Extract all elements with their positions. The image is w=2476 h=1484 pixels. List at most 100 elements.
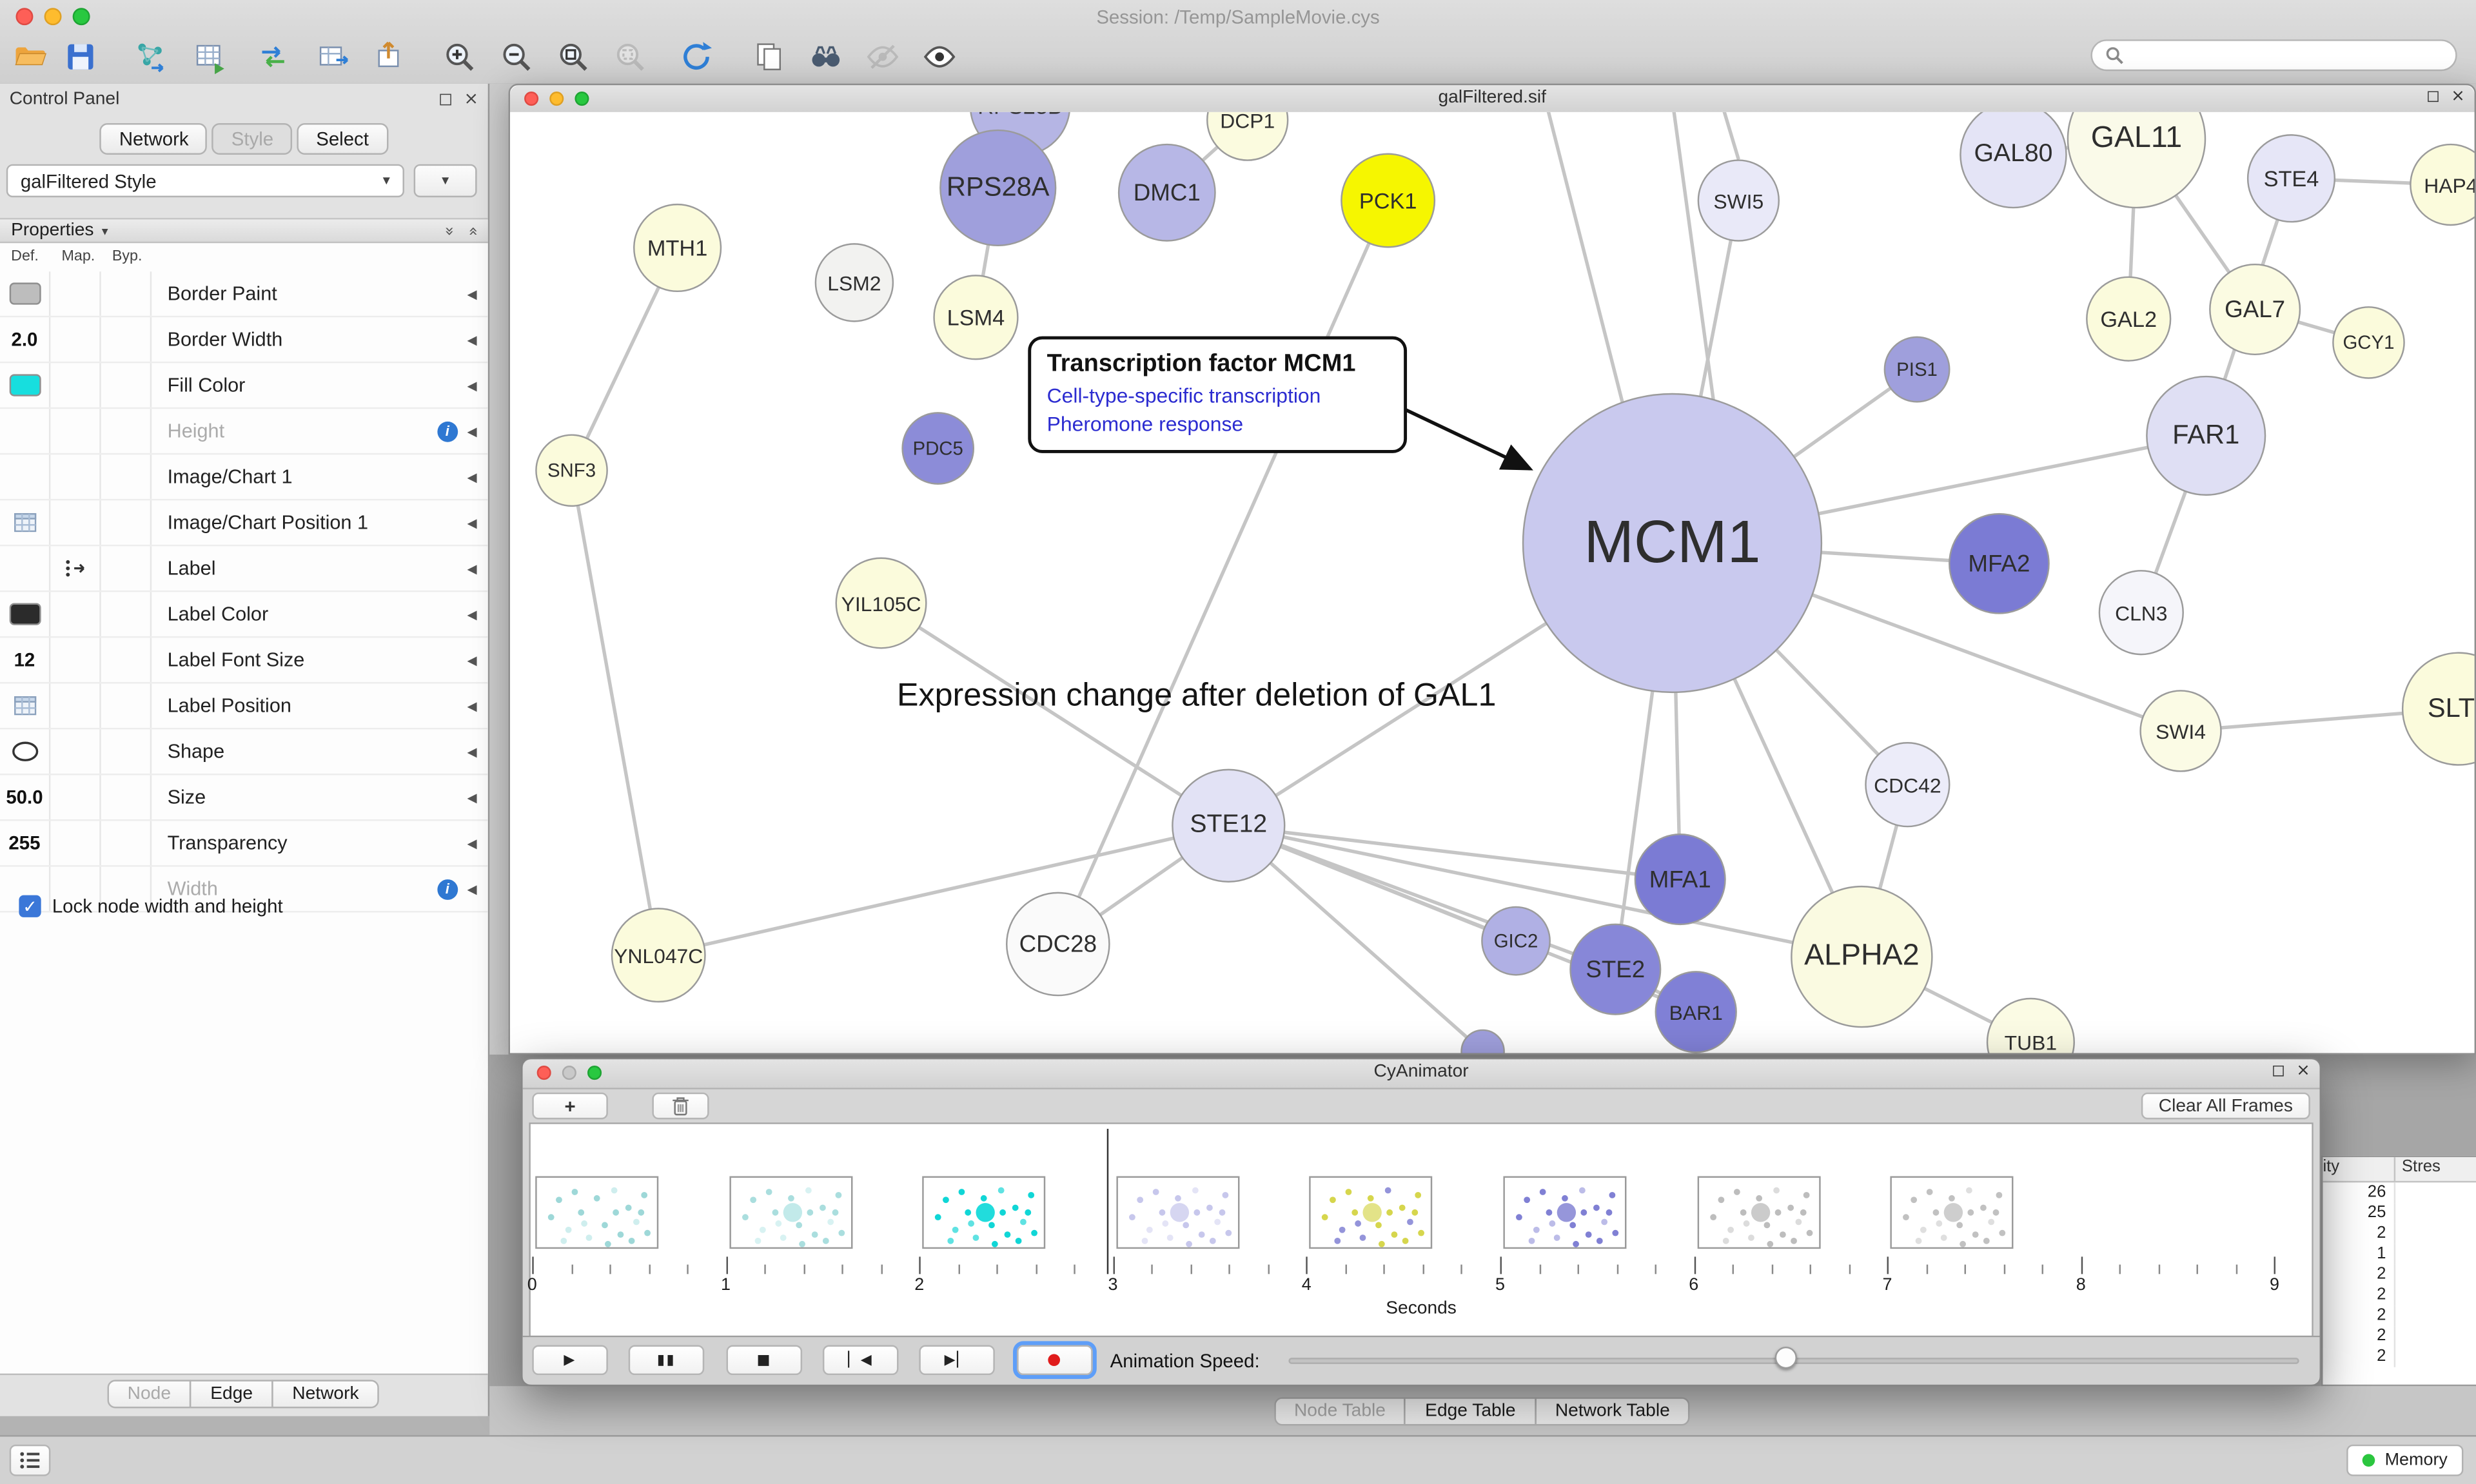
node-far1[interactable]: FAR1: [2146, 375, 2266, 496]
default-value-cell[interactable]: 50.0: [0, 775, 51, 820]
table-panel-toggle-button[interactable]: [9, 1444, 51, 1476]
playhead[interactable]: [1106, 1129, 1109, 1274]
node-dmc1[interactable]: DMC1: [1117, 143, 1216, 242]
mapping-cell[interactable]: [50, 821, 101, 866]
column-stress[interactable]: Stres: [2401, 1157, 2441, 1176]
frame-thumbnail-3[interactable]: [1115, 1176, 1239, 1249]
bypass-cell[interactable]: [101, 821, 152, 866]
default-value-cell[interactable]: [0, 500, 51, 545]
play-button[interactable]: ▶: [532, 1345, 608, 1376]
stop-button[interactable]: ■: [726, 1345, 803, 1376]
tab-select[interactable]: Select: [297, 123, 388, 155]
refresh-view-icon[interactable]: [679, 39, 714, 74]
node-swi5[interactable]: SWI5: [1697, 159, 1780, 242]
tab-network[interactable]: Network: [100, 123, 208, 155]
property-row-fill-color[interactable]: Fill Color◀: [0, 363, 488, 409]
default-value-cell[interactable]: [0, 363, 51, 407]
collapse-all-icon[interactable]: »: [439, 226, 457, 236]
default-value-cell[interactable]: 2.0: [0, 317, 51, 362]
skip-to-end-button[interactable]: ▶▏: [919, 1345, 995, 1376]
property-row-image-chart-position-1[interactable]: Image/Chart Position 1◀: [0, 500, 488, 547]
expand-row-arrow-icon[interactable]: ◀: [467, 515, 477, 530]
bypass-cell[interactable]: [101, 500, 152, 545]
node-rps28a[interactable]: RPS28A: [939, 129, 1057, 247]
default-value-cell[interactable]: [0, 409, 51, 453]
minimize-animator-button[interactable]: [562, 1066, 576, 1080]
record-button[interactable]: ●: [1017, 1345, 1093, 1376]
expand-row-arrow-icon[interactable]: ◀: [467, 561, 477, 576]
tab-node[interactable]: Node: [106, 1380, 192, 1409]
frame-thumbnail-6[interactable]: [1696, 1176, 1820, 1249]
style-options-button[interactable]: ▾: [413, 164, 477, 198]
node-gal2[interactable]: GAL2: [2086, 276, 2172, 362]
tab-style[interactable]: Style: [212, 123, 293, 155]
zoom-window-button[interactable]: [72, 8, 90, 26]
node-bar1[interactable]: BAR1: [1655, 971, 1737, 1053]
close-animator-icon[interactable]: ×: [2296, 1060, 2310, 1080]
mapping-cell[interactable]: [50, 729, 101, 774]
node-pis1[interactable]: PIS1: [1883, 336, 1950, 403]
default-value-cell[interactable]: [0, 592, 51, 636]
transfer-network-icon[interactable]: [256, 39, 291, 74]
minimize-window-button[interactable]: [44, 8, 62, 26]
mapping-cell[interactable]: [50, 638, 101, 682]
search-input[interactable]: [2132, 44, 2443, 66]
frame-thumbnail-4[interactable]: [1310, 1176, 1433, 1249]
tab-edge[interactable]: Edge: [190, 1380, 273, 1409]
lock-dimensions-row[interactable]: ✓ Lock node width and height: [19, 895, 283, 917]
float-animator-icon[interactable]: ◻: [2271, 1060, 2286, 1080]
network-canvas[interactable]: RPS28BRPS28ADMC1DCP1PCK1SWI5GAL80GAL11ST…: [510, 112, 2475, 1053]
node-ste12[interactable]: STE12: [1172, 768, 1286, 883]
frame-thumbnail-0[interactable]: [535, 1176, 659, 1249]
save-session-icon[interactable]: [63, 39, 98, 74]
bypass-cell[interactable]: [101, 683, 152, 728]
mapping-cell[interactable]: [50, 866, 101, 912]
property-row-label-color[interactable]: Label Color◀: [0, 592, 488, 638]
node-gal7[interactable]: GAL7: [2209, 263, 2301, 356]
properties-header[interactable]: Properties ▾ » «: [0, 217, 488, 244]
tab-node-table[interactable]: Node Table: [1273, 1397, 1406, 1426]
property-row-label[interactable]: Label◀: [0, 546, 488, 592]
node-mth1[interactable]: MTH1: [633, 203, 722, 293]
hide-selected-icon[interactable]: [865, 39, 900, 74]
mapping-cell[interactable]: [50, 592, 101, 636]
property-row-shape[interactable]: Shape◀: [0, 729, 488, 776]
default-value-cell[interactable]: [0, 271, 51, 316]
default-value-cell[interactable]: [0, 546, 51, 591]
bypass-cell[interactable]: [101, 638, 152, 682]
import-network-icon[interactable]: [133, 39, 168, 74]
mapping-cell[interactable]: [50, 271, 101, 316]
node-swi4[interactable]: SWI4: [2139, 690, 2222, 772]
tab-network-table[interactable]: Network Table: [1534, 1397, 1691, 1426]
copy-view-icon[interactable]: [752, 39, 787, 74]
node-hap4[interactable]: HAP4: [2410, 143, 2475, 226]
default-value-cell[interactable]: [0, 683, 51, 728]
show-all-icon[interactable]: [922, 39, 957, 74]
node-mfa1[interactable]: MFA1: [1634, 834, 1726, 926]
skip-to-start-button[interactable]: ▏◀: [822, 1345, 899, 1376]
annotation-link-1[interactable]: Cell-type-specific transcription: [1046, 384, 1321, 407]
node-alpha2[interactable]: ALPHA2: [1791, 885, 1933, 1028]
node-snf3[interactable]: SNF3: [535, 434, 608, 507]
speed-slider-thumb[interactable]: [1774, 1346, 1797, 1369]
zoom-in-icon[interactable]: [442, 39, 477, 74]
close-animator-button[interactable]: [536, 1066, 551, 1080]
node-ste2[interactable]: STE2: [1569, 923, 1662, 1015]
frame-thumbnail-5[interactable]: [1503, 1176, 1627, 1249]
bypass-cell[interactable]: [101, 409, 152, 453]
property-row-label-position[interactable]: Label Position◀: [0, 683, 488, 730]
default-value-cell[interactable]: [0, 454, 51, 499]
mapping-cell[interactable]: [50, 546, 101, 591]
lock-checkbox[interactable]: ✓: [19, 895, 41, 917]
import-table-icon[interactable]: [193, 39, 228, 75]
property-row-border-paint[interactable]: Border Paint◀: [0, 271, 488, 318]
mapping-cell[interactable]: [50, 500, 101, 545]
node-cdc42[interactable]: CDC42: [1865, 742, 1950, 828]
node-mfa2[interactable]: MFA2: [1949, 513, 2050, 614]
expand-row-arrow-icon[interactable]: ◀: [467, 607, 477, 621]
close-window-button[interactable]: [15, 8, 34, 26]
